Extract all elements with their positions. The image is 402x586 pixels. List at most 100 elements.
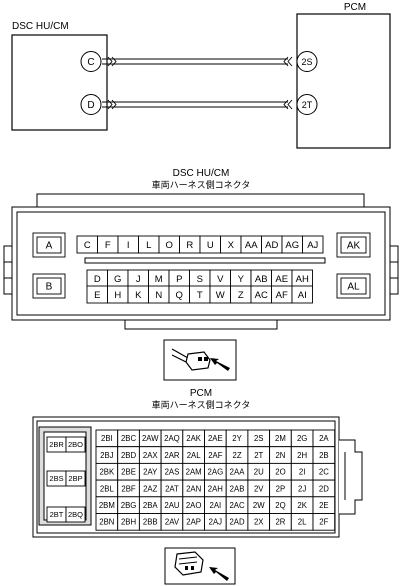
svg-text:2W: 2W <box>253 501 265 510</box>
svg-text:2BF: 2BF <box>121 484 136 493</box>
pin-cell: AL <box>340 277 367 295</box>
svg-text:C: C <box>84 240 91 251</box>
svg-text:AK: AK <box>347 241 361 252</box>
svg-text:2X: 2X <box>254 518 264 527</box>
pin-cell: 2H <box>290 446 314 464</box>
pin-cell: 2BB <box>138 513 162 531</box>
pin-cell: 2AW <box>138 429 162 448</box>
pin-cell: 2AM <box>182 462 205 481</box>
svg-text:A: A <box>46 241 53 252</box>
pin-cell: 2BS <box>46 470 67 487</box>
pin-cell: 2AB <box>225 479 249 498</box>
svg-text:2C: 2C <box>319 468 329 477</box>
svg-text:2AM: 2AM <box>186 468 202 477</box>
pin-cell: 2W <box>247 496 271 514</box>
svg-text:S: S <box>197 274 203 285</box>
svg-text:2A: 2A <box>319 434 329 443</box>
pin-cell: AK <box>340 236 367 254</box>
svg-text:I: I <box>127 240 130 251</box>
pin-cell: 2AK <box>182 429 205 448</box>
svg-text:U: U <box>207 240 214 251</box>
pin-cell: 2BF <box>117 479 140 498</box>
svg-text:C: C <box>87 57 94 68</box>
pin-cell: D <box>86 269 108 288</box>
pin-cell: 2BQ <box>65 506 86 523</box>
pin-cell: 2R <box>269 513 292 531</box>
pin-cell: 2L <box>290 513 314 531</box>
side-pin-cell: A <box>32 232 66 258</box>
pin-cell: G <box>107 269 129 288</box>
svg-text:2J: 2J <box>298 484 306 493</box>
svg-text:2AR: 2AR <box>164 451 180 460</box>
svg-text:AA: AA <box>245 240 258 251</box>
pin-cell: 2AG <box>204 462 227 481</box>
svg-text:X: X <box>228 240 235 251</box>
svg-text:2AA: 2AA <box>230 468 246 477</box>
svg-text:2AN: 2AN <box>186 484 201 493</box>
pin-2t: 2T <box>296 94 318 115</box>
svg-text:2AQ: 2AQ <box>164 434 180 443</box>
pin-cell: 2K <box>290 496 314 514</box>
pin-cell: Z <box>230 285 252 304</box>
svg-text:AD: AD <box>265 240 278 251</box>
pin-cell: 2N <box>269 446 292 464</box>
svg-text:2BA: 2BA <box>143 501 159 510</box>
pin-cell: 2AP <box>182 513 205 531</box>
svg-text:2S: 2S <box>301 57 312 67</box>
pin-cell: 2AV <box>160 513 184 531</box>
svg-text:AC: AC <box>255 290 268 301</box>
svg-text:L: L <box>146 240 151 251</box>
svg-text:2BS: 2BS <box>49 474 63 483</box>
svg-text:2F: 2F <box>319 518 328 527</box>
pin-cell: AJ <box>302 235 324 254</box>
svg-text:2BM: 2BM <box>99 501 115 510</box>
pin-cell: 2AS <box>160 462 184 481</box>
pin-cell: AB <box>250 269 272 288</box>
pin-cell: 2BE <box>117 462 140 481</box>
pin-cell: AD <box>261 235 283 254</box>
svg-text:2BR: 2BR <box>49 440 64 449</box>
wire-c-2s <box>102 56 293 67</box>
pin-cell: 2BH <box>117 513 140 531</box>
pin-cell: P <box>168 269 190 288</box>
pin-cell: 2AU <box>160 496 184 514</box>
pin-cell: 2AY <box>138 462 162 481</box>
svg-text:K: K <box>135 290 142 301</box>
svg-text:2AC: 2AC <box>229 501 245 510</box>
pin-cell: 2B <box>312 446 336 464</box>
svg-text:2BG: 2BG <box>121 501 137 510</box>
pin-cell: I <box>117 235 139 254</box>
pin-cell: 2I <box>290 462 314 481</box>
svg-text:2K: 2K <box>297 501 307 510</box>
svg-text:2BC: 2BC <box>121 434 137 443</box>
svg-text:Y: Y <box>238 274 245 285</box>
svg-text:O: O <box>166 240 173 251</box>
pin-cell: 2AL <box>182 446 205 464</box>
pin-cell: B <box>36 277 62 295</box>
pin-cell: Q <box>168 285 190 304</box>
svg-text:2BD: 2BD <box>121 451 137 460</box>
svg-text:2I: 2I <box>299 468 306 477</box>
svg-text:2Z: 2Z <box>232 451 241 460</box>
svg-text:2BL: 2BL <box>100 484 115 493</box>
pin-cell: T <box>189 285 211 304</box>
svg-text:2AO: 2AO <box>186 501 202 510</box>
svg-text:2AW: 2AW <box>142 434 159 443</box>
pin-cell: J <box>127 269 149 288</box>
svg-text:2T: 2T <box>254 451 263 460</box>
svg-text:2BJ: 2BJ <box>100 451 114 460</box>
svg-text:2BI: 2BI <box>101 434 113 443</box>
pin-cell: AF <box>271 285 293 304</box>
svg-text:2M: 2M <box>275 434 286 443</box>
dsc-box <box>11 34 108 131</box>
pin-cell: 2BI <box>95 429 119 448</box>
svg-text:2N: 2N <box>275 451 285 460</box>
pin-cell: 2BD <box>117 446 140 464</box>
svg-text:2BH: 2BH <box>121 518 136 527</box>
svg-text:2BT: 2BT <box>50 510 64 519</box>
pin-cell: 2BM <box>95 496 119 514</box>
svg-text:2AE: 2AE <box>208 434 223 443</box>
pin-cell: 2AF <box>204 446 227 464</box>
